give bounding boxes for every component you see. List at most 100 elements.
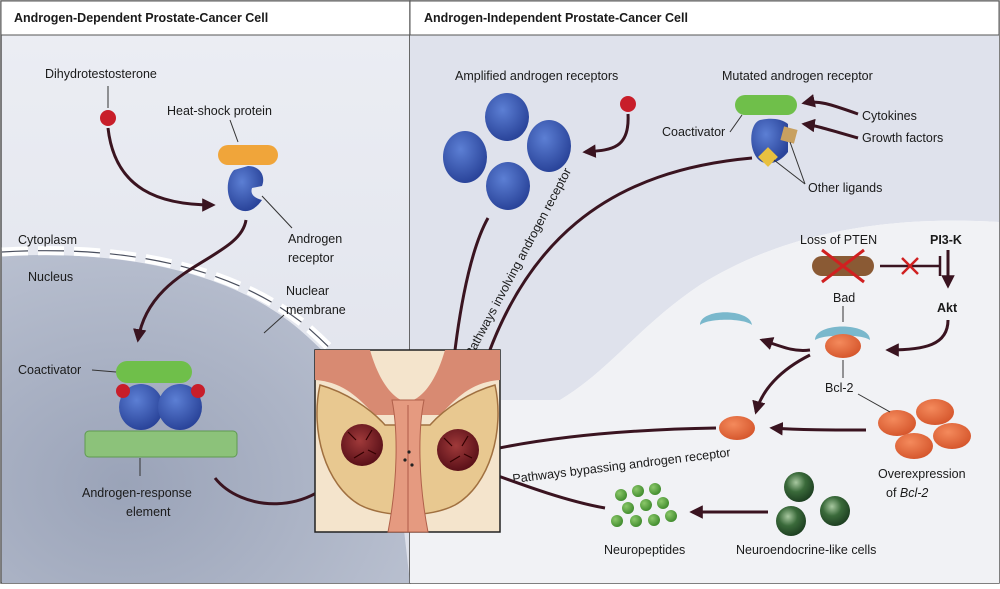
bcl2-over-1 — [878, 410, 916, 436]
prostate-illustration — [314, 349, 501, 533]
amplified-receptor-4 — [486, 162, 530, 210]
ligand-to-amplified-arrow — [582, 113, 630, 158]
tumor-left-texture — [347, 429, 377, 459]
mutated-coactivator-leader — [729, 114, 743, 133]
neuropeptides-cluster — [611, 483, 677, 527]
overexpression-of: of — [886, 486, 900, 500]
nuclear-membrane-label-1: Nuclear — [286, 284, 329, 298]
nucleus-region-right — [410, 220, 999, 583]
bcl2-label: Bcl-2 — [825, 381, 854, 395]
androgen-receptor-label-1: Androgen — [288, 232, 342, 246]
bcl2-over-4 — [933, 423, 971, 449]
loss-of-pten-label: Loss of PTEN — [800, 233, 877, 247]
amplified-receptors-label: Amplified androgen receptors — [455, 69, 618, 83]
coactivator-label: Coactivator — [18, 363, 81, 377]
neuropeptide — [611, 515, 623, 527]
mutated-receptor — [751, 118, 788, 164]
overexpression-label-2: of Bcl-2 — [886, 486, 928, 500]
neuropeptide — [632, 485, 644, 497]
tumor-right — [437, 429, 479, 471]
overexpression-leader — [857, 393, 891, 413]
overexpression-arrow — [769, 422, 867, 436]
bad-released — [700, 312, 752, 325]
coactivator — [116, 361, 192, 383]
duct-opening — [410, 463, 414, 467]
neuroendocrine-cell-1 — [784, 472, 814, 502]
duct-opening — [403, 458, 407, 462]
pten-cross-2 — [821, 248, 865, 284]
right-panel-title: Androgen-Independent Prostate-Cancer Cel… — [424, 11, 688, 25]
androgen-response-element — [84, 430, 238, 458]
amplified-receptor-2 — [485, 93, 529, 141]
growth-factors-label: Growth factors — [862, 131, 943, 145]
mutated-coactivator — [735, 95, 797, 115]
amplified-ligand — [620, 96, 636, 112]
mutated-receptor-label: Mutated androgen receptor — [722, 69, 873, 83]
neuropeptide — [665, 510, 677, 522]
overexpression-gene: Bcl-2 — [900, 486, 929, 500]
membrane-leader — [263, 314, 285, 334]
ligand-leader-2 — [773, 159, 806, 185]
receptor-leader — [261, 195, 293, 229]
inhibition-cross-2 — [901, 257, 919, 275]
right-title-bar — [409, 0, 1000, 36]
cytokines-arrow — [801, 94, 859, 116]
heat-shock-protein — [218, 145, 278, 165]
cytoplasm-label: Cytoplasm — [18, 233, 77, 247]
bcl2-over-3 — [895, 433, 933, 459]
neuropeptide — [615, 489, 627, 501]
receptor-dimer-left — [119, 384, 163, 430]
growth-factors-arrow — [801, 118, 859, 140]
are-label-1: Androgen-response — [82, 486, 192, 500]
bcl2-release-arrow — [752, 353, 811, 415]
other-ligands-label: Other ligands — [808, 181, 882, 195]
neuropeptide — [640, 499, 652, 511]
are-label-2: element — [126, 505, 171, 519]
dht-bound-right — [191, 384, 205, 398]
mutated-coactivator-label: Coactivator — [662, 125, 725, 139]
right-panel: Androgen-Independent Prostate-Cancer Cel… — [409, 0, 1000, 584]
neuropeptide — [622, 502, 634, 514]
akt-to-bad-arrow — [885, 319, 950, 357]
bad-label: Bad — [833, 291, 855, 305]
neuropeptide — [649, 483, 661, 495]
dht-bound-left — [116, 384, 130, 398]
bcl2-free — [719, 416, 755, 440]
androgen-receptor — [227, 166, 264, 212]
androgen-receptor-label-2: receptor — [288, 251, 334, 265]
duct-opening — [407, 450, 411, 454]
bad-protein — [815, 326, 870, 340]
neuropeptide — [630, 515, 642, 527]
akt-label: Akt — [937, 301, 958, 315]
receptor-to-nucleus-arrow — [133, 219, 248, 343]
bad-release-arrow — [759, 337, 811, 352]
pi3k-label: PI3-K — [930, 233, 962, 247]
amplified-receptor-1 — [443, 131, 487, 183]
neuropeptides-label: Neuropeptides — [604, 543, 685, 557]
left-panel-title: Androgen-Dependent Prostate-Cancer Cell — [14, 11, 268, 25]
neuropeptide — [648, 514, 660, 526]
overexpression-label-1: Overexpression — [878, 467, 966, 481]
bcl2-over-2 — [916, 399, 954, 425]
ligand-leader-1 — [789, 141, 806, 185]
receptor-dimer-right — [158, 384, 202, 430]
left-title-bar — [0, 0, 411, 36]
other-ligand-1 — [780, 126, 798, 144]
neuroendocrine-cell-2 — [820, 496, 850, 526]
heat-shock-protein-label: Heat-shock protein — [167, 104, 272, 118]
neuroendocrine-label: Neuroendocrine-like cells — [736, 543, 876, 557]
coactivator-leader — [91, 369, 117, 373]
cytokines-label: Cytokines — [862, 109, 917, 123]
tumor-right-texture — [443, 435, 473, 463]
dihydrotestosterone-molecule — [100, 110, 116, 126]
neuropeptide — [657, 497, 669, 509]
nucleus-region — [2, 254, 410, 583]
dht-to-receptor-arrow — [106, 127, 216, 212]
bcl2-bound — [825, 334, 861, 358]
hsp-leader — [229, 119, 239, 143]
amplified-receptor-3 — [527, 120, 571, 172]
tumor-left — [341, 424, 383, 466]
neuroendocrine-cell-3 — [776, 506, 806, 536]
